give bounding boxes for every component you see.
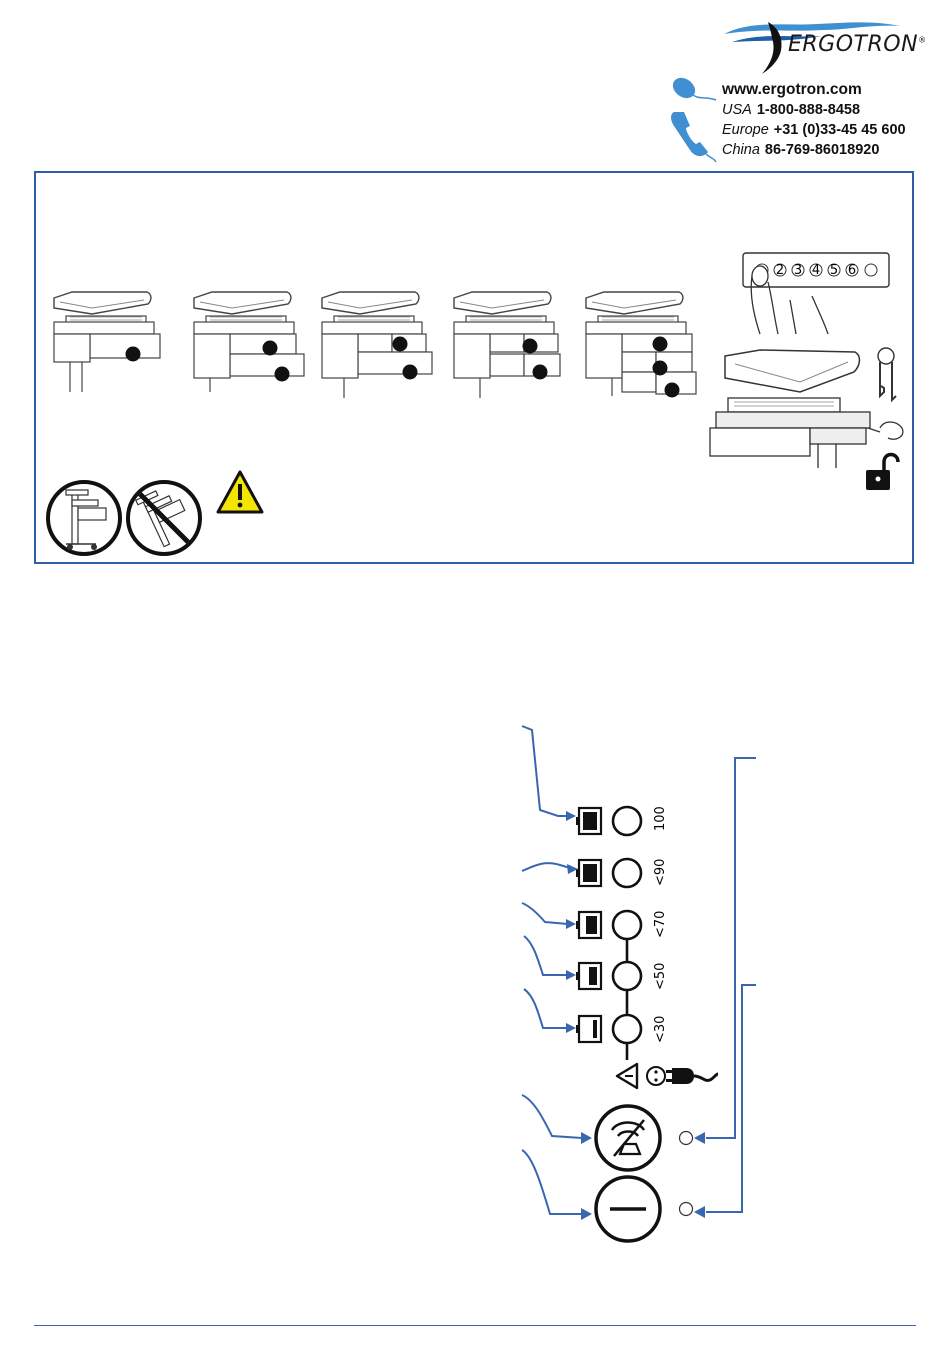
keypad-key-6: 6 xyxy=(848,263,856,278)
cart-config-2-drawers xyxy=(194,292,304,392)
battery-70-label: <70 xyxy=(653,911,668,938)
battery-50-row: <50 xyxy=(576,962,668,990)
key-in-lock xyxy=(868,422,903,439)
battery-100-row: 100 xyxy=(576,806,668,835)
padlock-unlocked-icon xyxy=(866,455,898,491)
keypad-key-4: 4 xyxy=(812,263,820,278)
battery-100-label: 100 xyxy=(653,806,668,831)
footer-rule xyxy=(34,1325,916,1326)
cart-config-4-drawers xyxy=(454,292,560,398)
warning-triangle-icon xyxy=(218,472,262,512)
cart-config-1-drawer xyxy=(54,292,160,392)
keypad-key-2: 2 xyxy=(776,263,784,278)
keypad-key-3: 3 xyxy=(794,263,802,278)
keypad-key-5: 5 xyxy=(830,263,838,278)
battery-50-label: <50 xyxy=(653,963,668,990)
battery-30-label: <30 xyxy=(653,1016,668,1043)
battery-70-row: <70 xyxy=(576,911,668,939)
keys-icon xyxy=(878,348,896,400)
cart-tipping-prohibited-icon xyxy=(128,482,200,554)
standby-button[interactable] xyxy=(596,1177,660,1241)
battery-30-row: <30 xyxy=(576,1015,668,1043)
cart-upright-icon xyxy=(48,482,120,554)
cart-drawer-lock-illustration xyxy=(710,350,870,468)
standby-indicator-led xyxy=(680,1203,693,1216)
low-battery-warning-icon xyxy=(617,1064,665,1088)
ac-plug-icon xyxy=(666,1068,718,1084)
battery-90-row: <90 xyxy=(576,859,668,887)
cart-config-3-drawers xyxy=(322,292,432,398)
cart-config-5-drawers xyxy=(586,292,696,398)
keypad-panel: 2 3 4 5 6 xyxy=(743,253,889,334)
alarm-mute-button[interactable] xyxy=(596,1106,660,1170)
mute-indicator-led xyxy=(680,1132,693,1145)
battery-90-label: <90 xyxy=(653,859,668,886)
